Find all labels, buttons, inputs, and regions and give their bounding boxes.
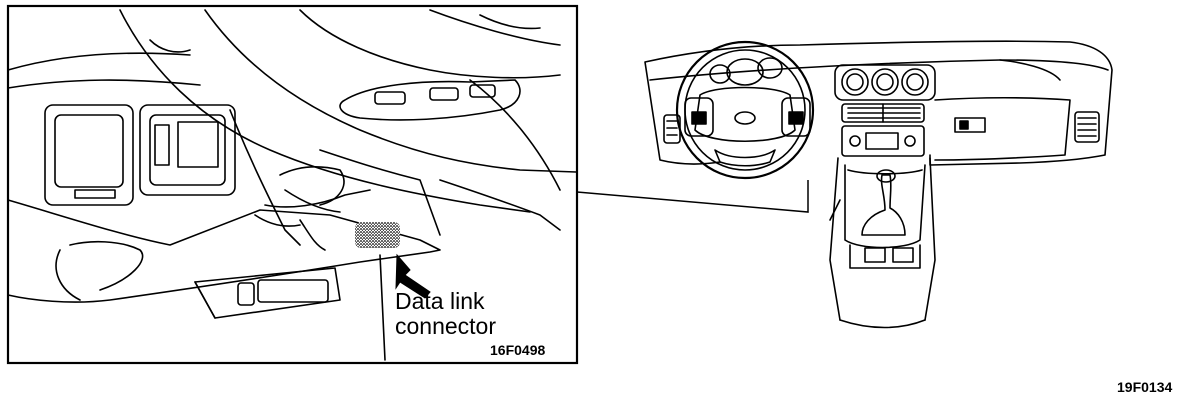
driver-side-vent [663,114,681,144]
dashboard-outline [644,40,1113,166]
leader-line [576,180,809,213]
gear-shifter [861,174,906,236]
steering-wheel [675,40,815,180]
knee-bolster-panel [7,199,441,303]
inset-figure-code: 16F0498 [490,342,545,358]
center-gauge-2 [871,68,899,96]
glovebox [934,96,1071,161]
figure-code: 19F0134 [1117,379,1172,395]
center-console-stack [841,125,925,157]
lower-vent [194,267,341,319]
steering-wheel-rim [204,9,577,173]
inset-detail-view: Data link connector 16F0498 [6,4,579,365]
center-gauge-3 [901,68,929,96]
right-spoke-switch [781,97,811,137]
passenger-vent [1074,111,1100,143]
stalk-switch [339,79,521,121]
center-gauge-1 [841,68,869,96]
callout-arrow-icon [395,253,431,299]
inset-frame [6,4,579,365]
left-spoke-switch [684,97,714,137]
center-switch-panel [139,104,236,196]
dashboard-overview [644,40,1113,329]
callout-label-line-2: connector [395,313,496,339]
callout-label-line-1: Data link [395,288,485,314]
center-console [829,157,936,321]
data-link-connector [355,222,400,248]
left-switch-panel [44,104,134,206]
